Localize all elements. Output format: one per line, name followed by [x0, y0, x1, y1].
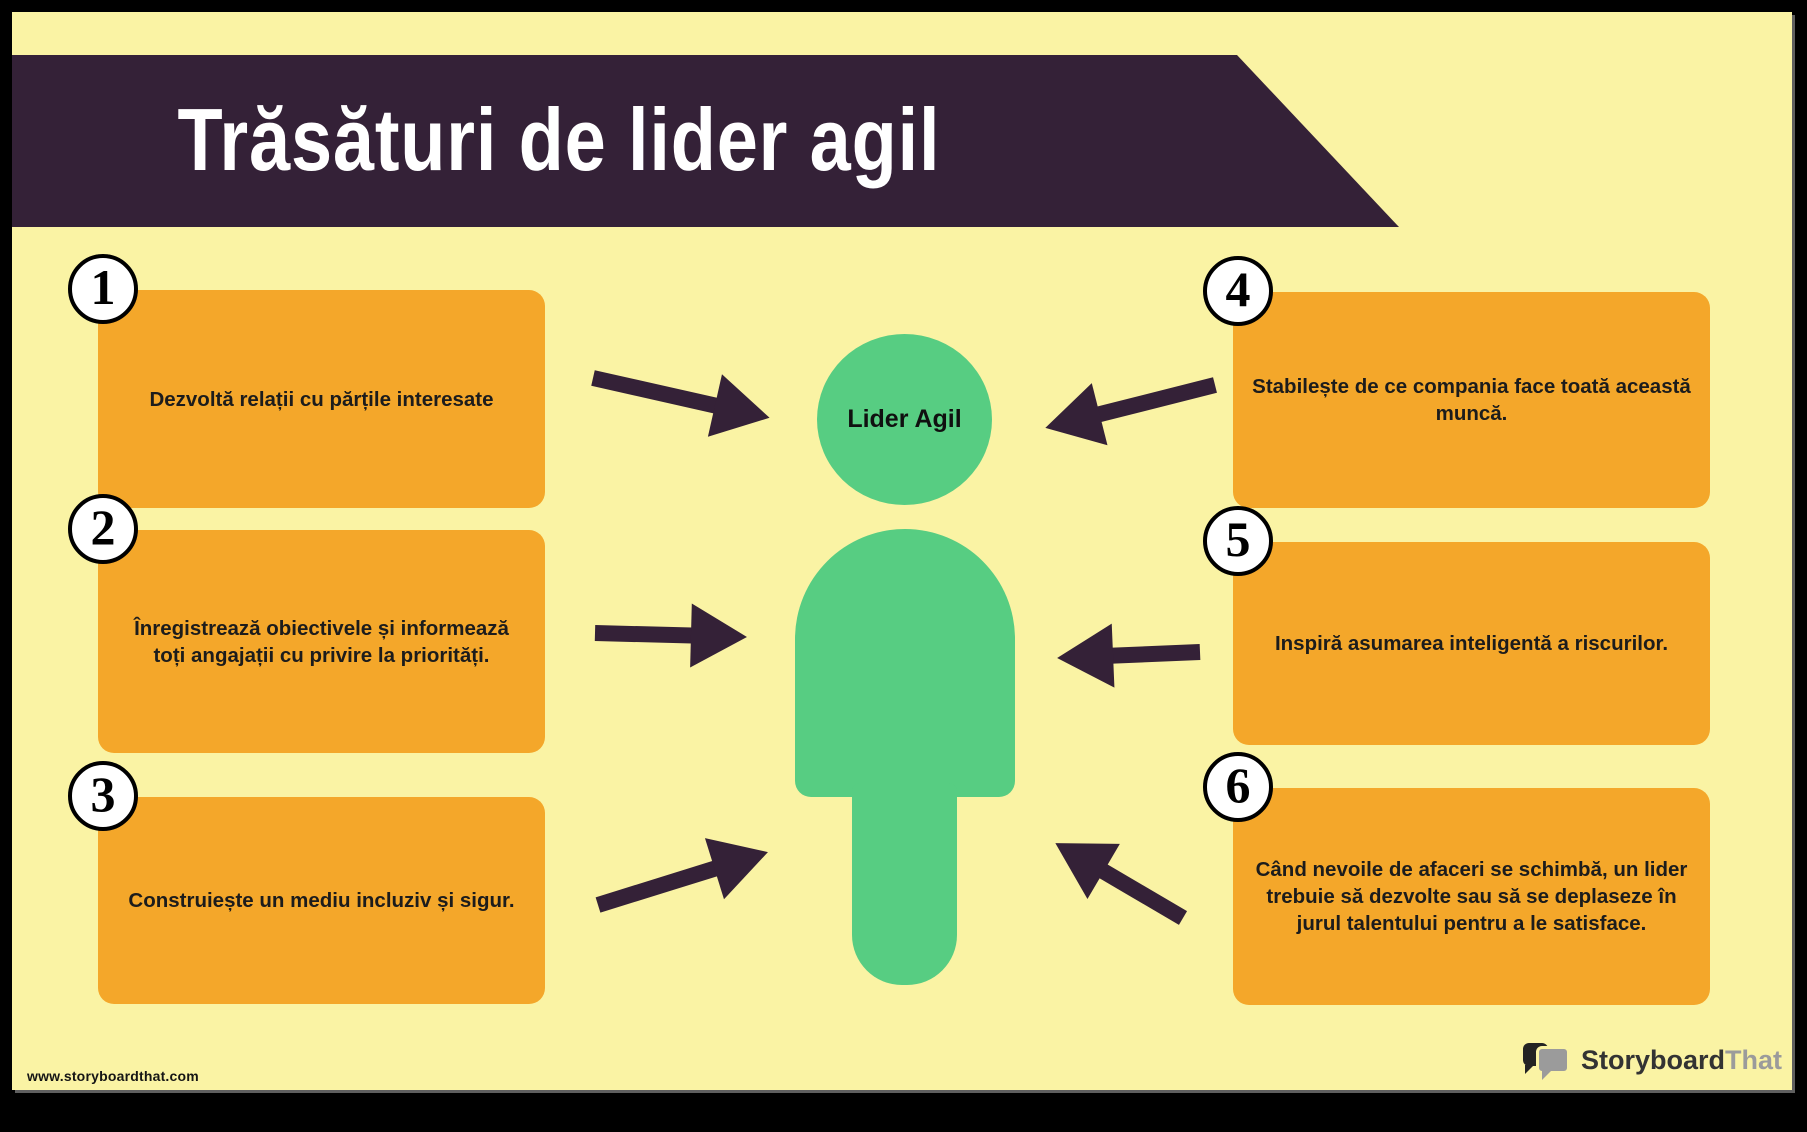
- header-banner: Trăsături de lider agil: [12, 55, 1399, 227]
- trait-card-4: 4 Stabilește de ce compania face toată a…: [1203, 256, 1710, 508]
- trait-card-6: 6 Când nevoile de afaceri se schimbă, un…: [1203, 752, 1710, 1005]
- storyboardthat-logo: StoryboardThat: [1522, 1040, 1782, 1080]
- trait-card-3: 3 Construiește un mediu incluziv și sigu…: [68, 761, 545, 1004]
- trait-card-6-text: Când nevoile de afaceri se schimbă, un l…: [1255, 858, 1688, 935]
- arrow-icon-left-bottom: [588, 821, 778, 936]
- trait-card-4-text: Stabilește de ce compania face toată ace…: [1252, 375, 1691, 425]
- trait-card-5-text: Inspiră asumarea inteligentă a riscurilo…: [1274, 632, 1669, 655]
- trait-card-3-text: Construiește un mediu incluziv și sigur.: [128, 889, 515, 912]
- arrow-icon-right-bottom: [1039, 815, 1199, 946]
- website-url: www.storyboardthat.com: [27, 1068, 199, 1084]
- speech-bubble-gray-icon: [1535, 1046, 1570, 1080]
- trait-card-2-text: Înregistrează obiectivele și informează …: [134, 616, 509, 667]
- step-number-badge-3: 3: [68, 761, 138, 831]
- speech-bubbles-icon: [1522, 1040, 1571, 1080]
- step-number-badge-2: 2: [68, 494, 138, 564]
- arrow-icon-right-top: [1037, 354, 1222, 459]
- logo-word-storyboard: Storyboard: [1580, 1044, 1725, 1075]
- page-title: Trăsături de lider agil: [177, 90, 941, 189]
- person-silhouette-legs: [852, 783, 957, 985]
- arrow-icon-left-middle: [594, 601, 748, 669]
- step-number-badge-5: 5: [1203, 506, 1273, 576]
- step-number-badge-6: 6: [1203, 752, 1273, 822]
- center-label: Lider Agil: [847, 405, 962, 433]
- logo-wordmark: StoryboardThat: [1581, 1045, 1782, 1076]
- trait-card-1-text: Dezvoltă relații cu părțile interesate: [149, 387, 494, 411]
- step-number-badge-1: 1: [68, 254, 138, 324]
- person-silhouette-torso: [795, 529, 1015, 797]
- logo-word-that: That: [1725, 1044, 1782, 1075]
- trait-card-5: 5 Inspiră asumarea inteligentă a riscuri…: [1203, 506, 1710, 745]
- person-silhouette-head: Lider Agil: [817, 334, 992, 505]
- arrow-icon-left-top: [586, 347, 777, 450]
- trait-card-2: 2 Înregistrează obiectivele și informeaz…: [68, 494, 545, 753]
- infographic-poster: Trăsături de lider agil 1 Dezvoltă relaț…: [12, 12, 1792, 1090]
- arrow-icon-right-middle: [1055, 620, 1202, 690]
- step-number-badge-4: 4: [1203, 256, 1273, 326]
- trait-card-1: 1 Dezvoltă relații cu părțile interesate: [68, 254, 545, 508]
